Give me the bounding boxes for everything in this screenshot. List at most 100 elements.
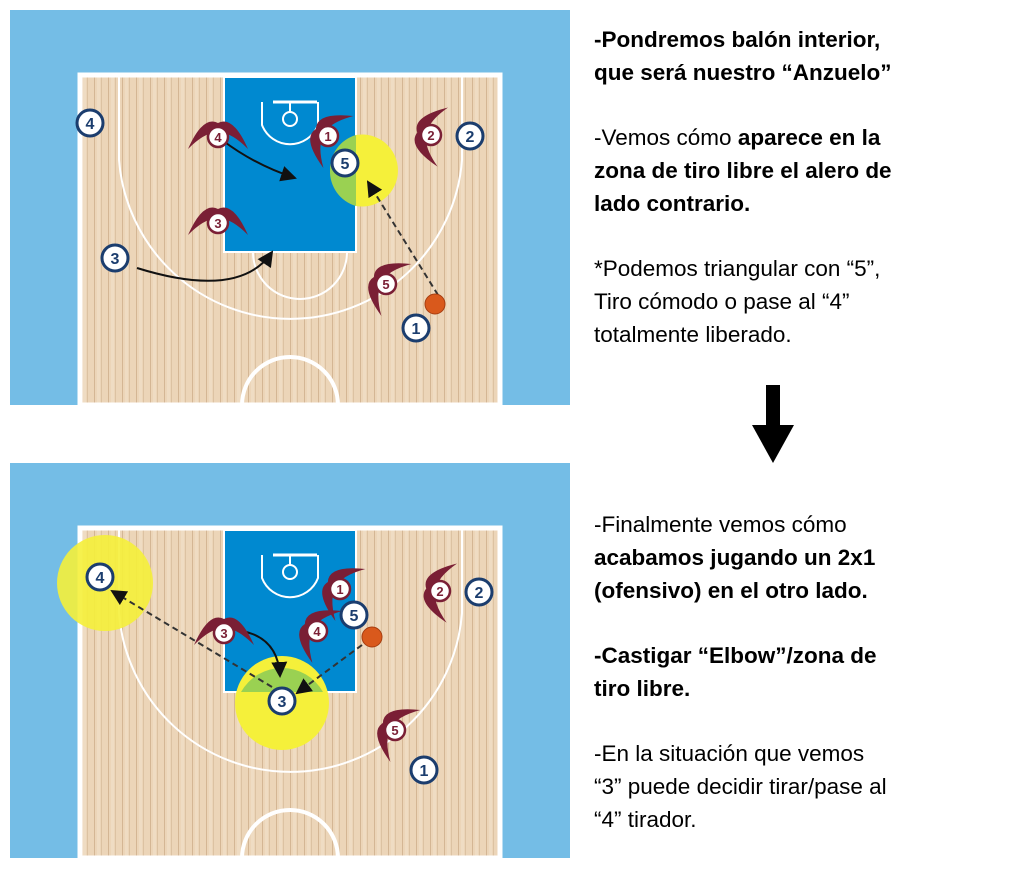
defender-4: 4	[188, 121, 248, 149]
text: Tiro cómodo o pase al “4”	[594, 289, 850, 314]
defender-number: 4	[214, 130, 222, 145]
defender-number: 5	[382, 277, 389, 292]
player-circle	[401, 313, 431, 343]
pass-arrow-to-4	[110, 589, 273, 688]
defender-crescent-icon	[188, 207, 248, 235]
restricted-area	[261, 555, 319, 599]
defender-1: 1	[322, 568, 366, 621]
player-circle	[100, 243, 130, 273]
player-circle	[409, 755, 439, 785]
offense-player-3: 3	[100, 243, 130, 273]
defender-3: 3	[194, 617, 254, 645]
player-number: 4	[86, 116, 95, 133]
bold-text: -Castigar “Elbow”/zona de	[594, 643, 877, 668]
paragraph: -En la situación que vemos “3” puede deci…	[594, 737, 887, 836]
text-line: -Castigar “Elbow”/zona de	[594, 639, 887, 672]
text-line: lado contrario.	[594, 187, 892, 220]
player-number: 1	[420, 763, 429, 780]
defender-number: 3	[214, 216, 221, 231]
paragraph: -Vemos cómo aparece en la zona de tiro li…	[594, 121, 892, 220]
offense-player-1: 1	[401, 313, 431, 343]
offense-player-2: 2	[455, 121, 485, 151]
bold-text: (ofensivo) en el otro lado.	[594, 578, 868, 603]
offense-player-1: 1	[409, 755, 439, 785]
text-line: *Podemos triangular con “5”,	[594, 252, 892, 285]
player-number: 5	[341, 156, 350, 173]
paragraph: -Pondremos balón interior, que será nuest…	[594, 23, 892, 89]
defender-crescent-icon	[188, 121, 248, 149]
defender-4: 4	[299, 610, 343, 663]
defender-3: 3	[188, 207, 248, 235]
hoop	[282, 564, 298, 580]
pass-arrow	[366, 180, 439, 296]
bold-text: aparece en la	[737, 125, 881, 150]
text-line: totalmente liberado.	[594, 318, 892, 351]
defender-2: 2	[423, 563, 458, 623]
offense-player-2: 2	[464, 577, 494, 607]
text: “4” tirador.	[594, 807, 697, 832]
player-number: 2	[475, 585, 484, 602]
defender-crescent-icon	[194, 617, 254, 645]
player-circle	[464, 577, 494, 607]
paragraph: -Castigar “Elbow”/zona de tiro libre.	[594, 639, 887, 705]
cut-arrow-3	[136, 250, 274, 282]
offense-player-5: 5	[330, 148, 360, 178]
player-circle	[339, 600, 369, 630]
player-number: 1	[412, 321, 421, 338]
defender-5: 5	[377, 709, 421, 762]
offense-player-5: 5	[339, 600, 369, 630]
text-line: “4” tirador.	[594, 803, 887, 836]
highlight-zone	[356, 134, 398, 207]
court-diagram-1: 4 1 2 3 5 4 2 5 3 1	[10, 10, 570, 405]
court-diagram-2: 1 2 3 4 5 4 2 5 3 1	[10, 463, 570, 858]
pass-arrow-to-3	[295, 644, 363, 695]
text-line: acabamos jugando un 2x1	[594, 541, 887, 574]
text-line: tiro libre.	[594, 672, 887, 705]
player-circle	[267, 686, 297, 716]
bold-text: lado contrario.	[594, 191, 751, 216]
defender-5: 5	[368, 263, 412, 316]
ball-icon	[361, 626, 383, 648]
defender-number: 2	[436, 584, 443, 599]
cut-arrow-3	[241, 630, 288, 678]
text-line: Tiro cómodo o pase al “4”	[594, 285, 892, 318]
hoop	[282, 111, 298, 127]
defender-number: 1	[324, 129, 331, 144]
player-number: 3	[278, 694, 287, 711]
bold-text: zona de tiro libre el alero de	[594, 158, 892, 183]
center-circle	[240, 355, 340, 405]
player-number: 5	[350, 608, 359, 625]
player-number: 2	[466, 129, 475, 146]
defender-number: 4	[313, 624, 321, 639]
free-throw-circle	[252, 251, 348, 300]
three-point-line	[118, 77, 463, 320]
offense-player-3: 3	[267, 686, 297, 716]
text: -Finalmente vemos cómo	[594, 512, 847, 537]
text: *Podemos triangular con “5”,	[594, 256, 881, 281]
player-number: 4	[96, 570, 105, 587]
text: -En la situación que vemos	[594, 741, 865, 766]
player-circle	[330, 148, 360, 178]
defender-crescent-icon	[423, 563, 458, 623]
bold-text: tiro libre.	[594, 676, 691, 701]
defender-number: 3	[220, 626, 227, 641]
text: totalmente liberado.	[594, 322, 792, 347]
bold-text: que será nuestro “Anzuelo”	[594, 60, 892, 85]
explanation-text-1: -Pondremos balón interior, que será nuest…	[594, 23, 892, 383]
down-arrow-icon	[752, 385, 794, 463]
defender-number: 5	[391, 723, 398, 738]
offense-player-4: 4	[75, 108, 105, 138]
text-line: -Finalmente vemos cómo	[594, 508, 887, 541]
bold-text: acabamos jugando un 2x1	[594, 545, 876, 570]
text-line: -Vemos cómo aparece en la	[594, 121, 892, 154]
cut-arrow-4	[221, 139, 297, 182]
defender-2: 2	[414, 107, 449, 167]
paragraph: -Finalmente vemos cómo acabamos jugando u…	[594, 508, 887, 607]
defender-number: 1	[336, 582, 343, 597]
text-line: “3” puede decidir tirar/pase al	[594, 770, 887, 803]
three-point-line	[118, 530, 463, 773]
player-number: 3	[111, 251, 120, 268]
bold-text: -Pondremos balón interior,	[594, 27, 881, 52]
player-circle	[455, 121, 485, 151]
text: “3” puede decidir tirar/pase al	[594, 774, 887, 799]
